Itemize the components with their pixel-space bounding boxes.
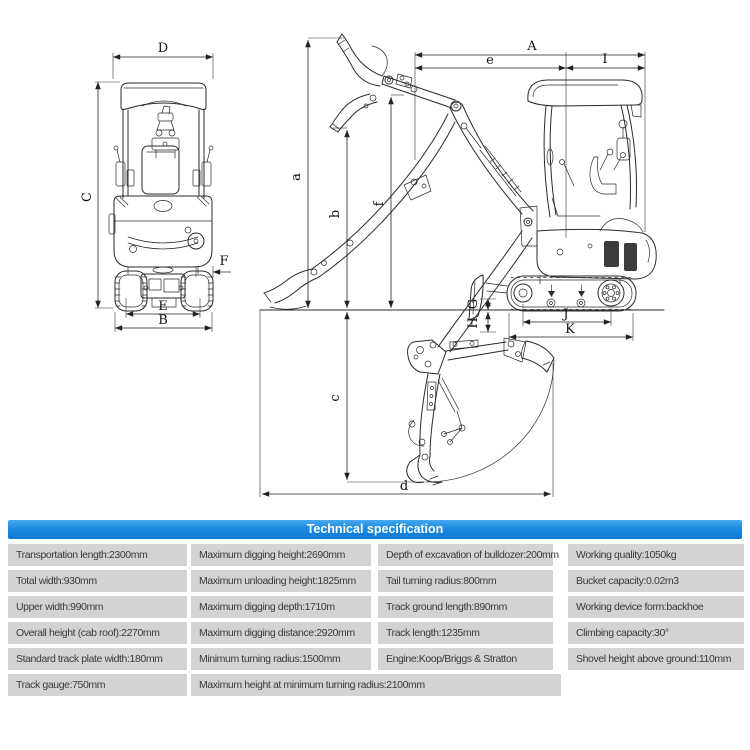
- spec-cell: Upper width:990mm: [8, 596, 187, 618]
- spec-cell: Maximum digging depth:1710m: [191, 596, 371, 618]
- dim-label-c: c: [328, 394, 343, 401]
- dim-label-F: F: [219, 254, 228, 269]
- dim-label-B: B: [158, 313, 168, 328]
- dim-label-b: b: [328, 210, 343, 218]
- spec-cell: Working quality:1050kg: [568, 544, 744, 566]
- spec-cell: Maximum digging distance:2920mm: [191, 622, 371, 644]
- spec-cell: Working device form:backhoe: [568, 596, 744, 618]
- dim-label-I: I: [602, 52, 607, 67]
- rear-view-drawing: [108, 82, 214, 312]
- dim-label-e: e: [486, 53, 494, 68]
- spec-cell: Standard track plate width:180mm: [8, 648, 187, 670]
- spec-cell: Maximum unloading height:1825mm: [191, 570, 371, 592]
- spec-cell: Track length:1235mm: [378, 622, 553, 644]
- dim-label-d: d: [400, 479, 408, 494]
- spec-cell: Tail turning radius:800mm: [378, 570, 553, 592]
- spec-cell: Climbing capacity:30°: [568, 622, 744, 644]
- spec-cell: Track ground length:890mm: [378, 596, 553, 618]
- side-view-dimensions: a b f A e I d c G H J K: [259, 37, 646, 497]
- dimension-drawing: D C F E B: [80, 33, 665, 497]
- dim-label-C: C: [80, 192, 95, 202]
- dim-label-K: K: [565, 322, 575, 337]
- dim-label-D: D: [158, 41, 168, 56]
- spec-cell: Depth of excavation of bulldozer:200mm: [378, 544, 559, 566]
- spec-cell: Total width:930mm: [8, 570, 187, 592]
- spec-table-header: Technical specification: [8, 520, 742, 539]
- spec-cell: Shovel height above ground:110mm: [568, 648, 744, 670]
- dim-label-E: E: [158, 299, 168, 314]
- dim-label-a: a: [289, 173, 304, 181]
- spec-cell: Maximum digging height:2690mm: [191, 544, 371, 566]
- side-view-drawing: [259, 33, 665, 486]
- spec-cell: Overall height (cab roof):2270mm: [8, 622, 187, 644]
- dim-label-A: A: [526, 39, 537, 54]
- spec-cell: Maximum height at minimum turning radius…: [191, 674, 561, 696]
- dim-label-H: H: [466, 317, 481, 328]
- spec-cell: Transportation length:2300mm: [8, 544, 187, 566]
- dim-label-f: f: [372, 200, 387, 206]
- dim-label-G: G: [466, 299, 481, 309]
- spec-cell: Track gauge:750mm: [8, 674, 187, 696]
- spec-cell: Bucket capacity:0.02m3: [568, 570, 744, 592]
- dim-label-J: J: [561, 307, 568, 322]
- spec-cell: Engine:Koop/Briggs & Stratton: [378, 648, 553, 670]
- spec-cell: Minimum turning radius:1500mm: [191, 648, 371, 670]
- spec-title: Technical specification: [306, 522, 444, 536]
- rear-view-dimensions: D C F E B: [80, 41, 231, 332]
